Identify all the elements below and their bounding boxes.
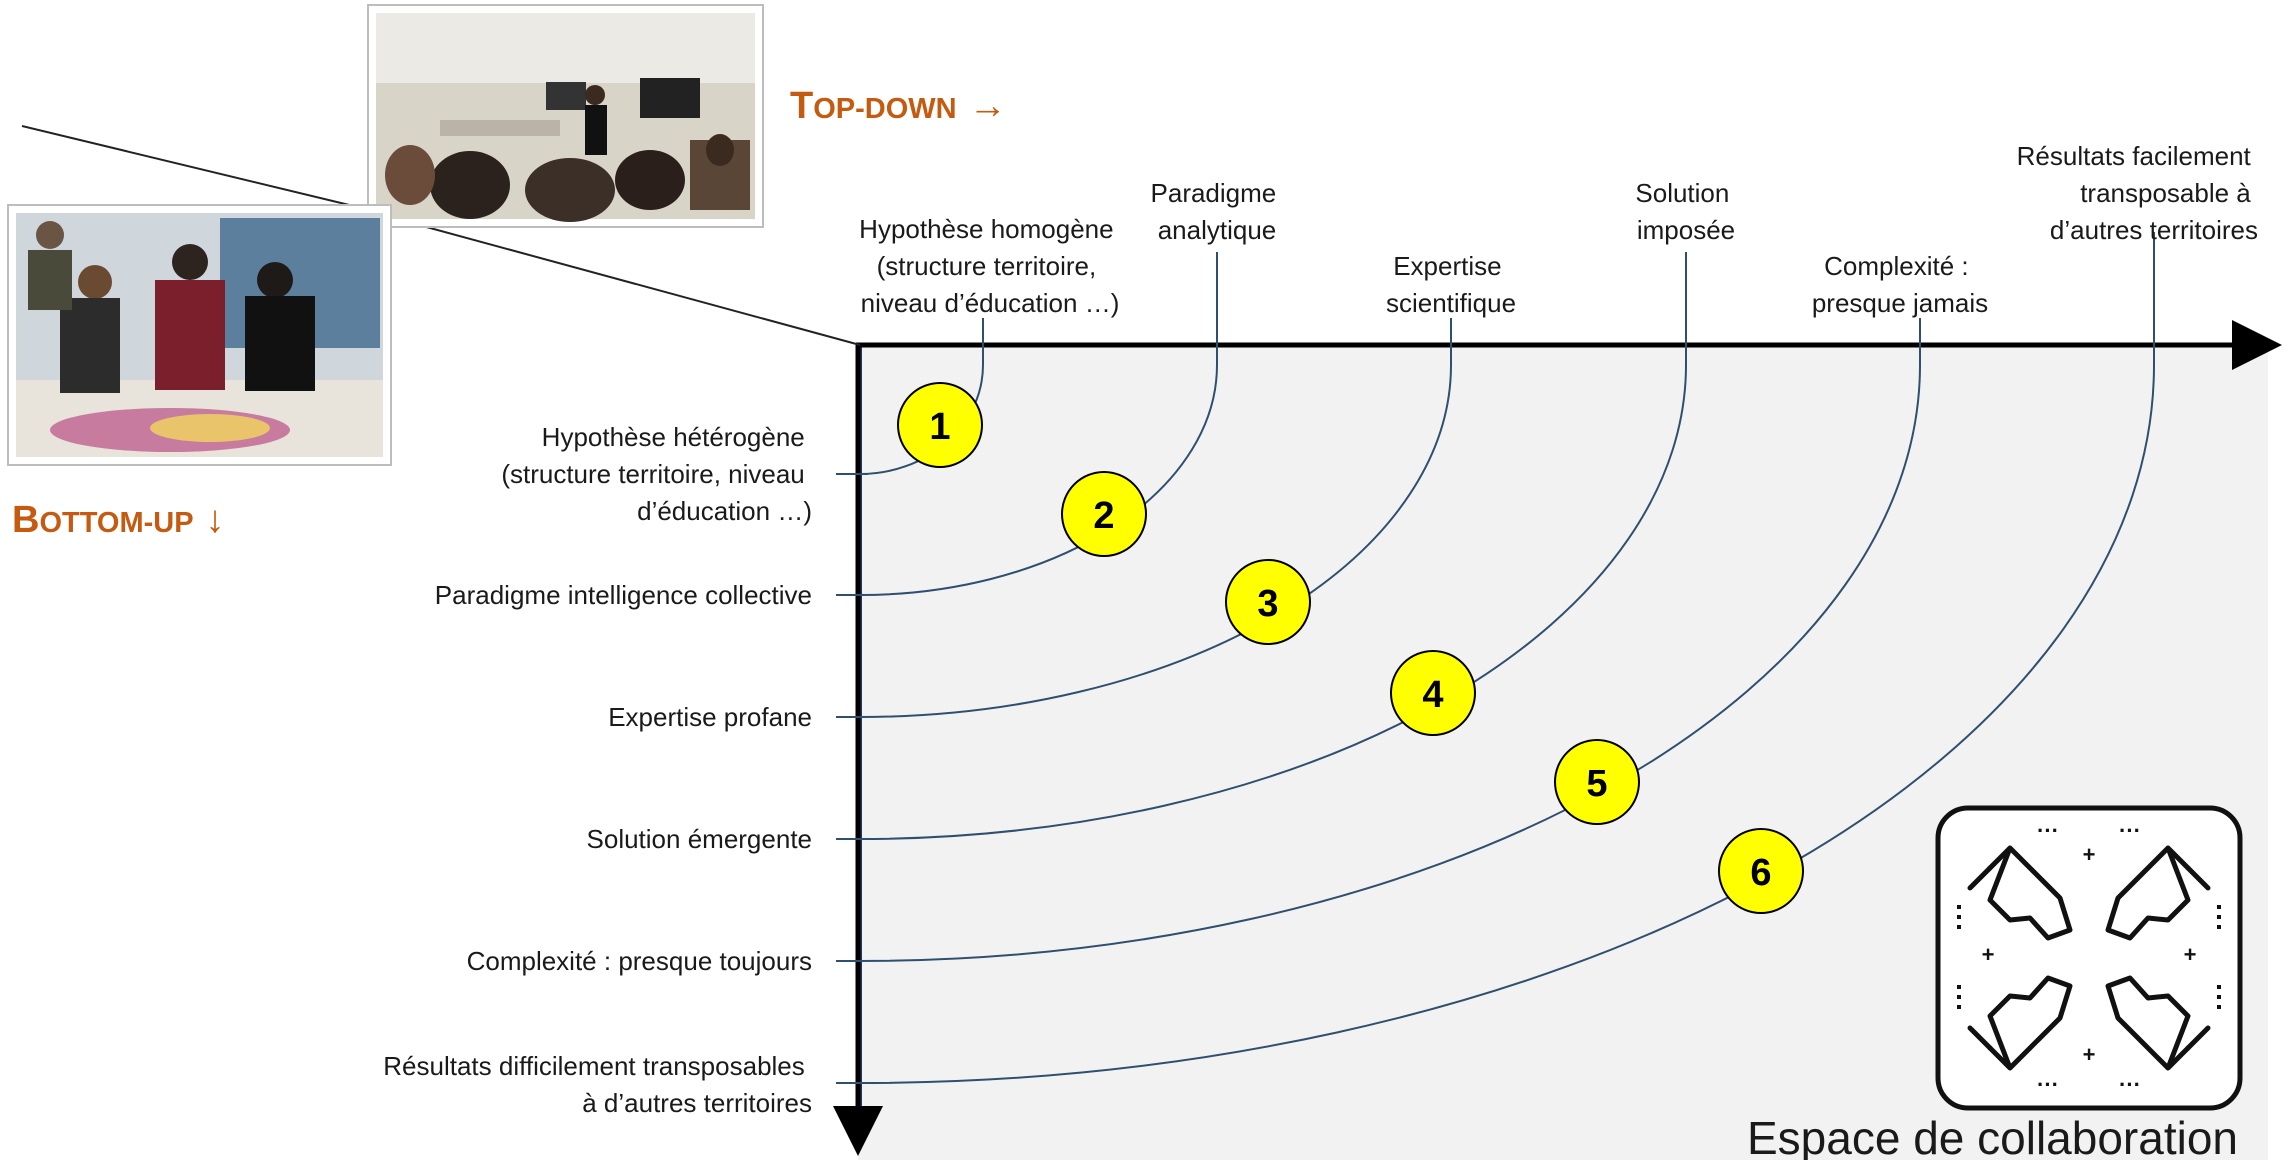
marker-4-label: 4	[1422, 674, 1443, 716]
marker-5-label: 5	[1586, 763, 1607, 805]
svg-text:···: ···	[2119, 818, 2141, 843]
perspective-line-bottom	[385, 215, 861, 346]
bottom-up-heading: BOTTOM-UP↓	[12, 499, 225, 541]
marker-6: 6	[1718, 828, 1804, 914]
top-down-heading: TOP-DOWN→	[790, 85, 1007, 127]
marker-3: 3	[1225, 559, 1311, 645]
svg-text:···: ···	[2037, 818, 2059, 843]
marker-1-label: 1	[929, 406, 950, 448]
svg-text:+: +	[2083, 1042, 2096, 1067]
top-label-3: Expertise scientifique	[1386, 251, 1516, 318]
classroom-photo	[367, 4, 764, 228]
workshop-photo	[7, 204, 392, 466]
top-label-5: Complexité : presque jamais	[1812, 251, 1988, 318]
left-label-5: Complexité : presque toujours	[467, 946, 812, 976]
left-label-3: Expertise profane	[608, 702, 812, 732]
perspective-line-top	[21, 125, 371, 211]
marker-6-label: 6	[1750, 852, 1771, 894]
svg-text:+: +	[2083, 842, 2096, 867]
svg-text:+: +	[2184, 942, 2197, 967]
collaboration-space-label: Espace de collaboration	[1747, 1112, 2238, 1160]
top-label-6: Résultats facilement transposable à d’au…	[2017, 141, 2258, 245]
svg-text:+: +	[1982, 942, 1995, 967]
left-label-6: Résultats difficilement transposables à …	[383, 1051, 812, 1118]
marker-4: 4	[1390, 650, 1476, 736]
marker-1: 1	[897, 382, 983, 468]
marker-3-label: 3	[1257, 583, 1278, 625]
four-hands-collaboration-icon: ··· ··· ··· ··· + + + +	[1935, 805, 2243, 1111]
top-label-2: Paradigme analytique	[1151, 178, 1284, 245]
marker-5: 5	[1554, 739, 1640, 825]
top-label-1: Hypothèse homogène (structure territoire…	[859, 214, 1121, 318]
left-label-4: Solution émergente	[587, 824, 812, 854]
top-label-4: Solution imposée	[1635, 178, 1736, 245]
marker-2-label: 2	[1093, 495, 1114, 537]
marker-2: 2	[1061, 471, 1147, 557]
left-label-1: Hypothèse hétérogène (structure territoi…	[501, 422, 812, 526]
svg-text:···: ···	[2119, 1072, 2141, 1097]
left-label-2: Paradigme intelligence collective	[435, 580, 812, 610]
svg-text:···: ···	[2037, 1072, 2059, 1097]
